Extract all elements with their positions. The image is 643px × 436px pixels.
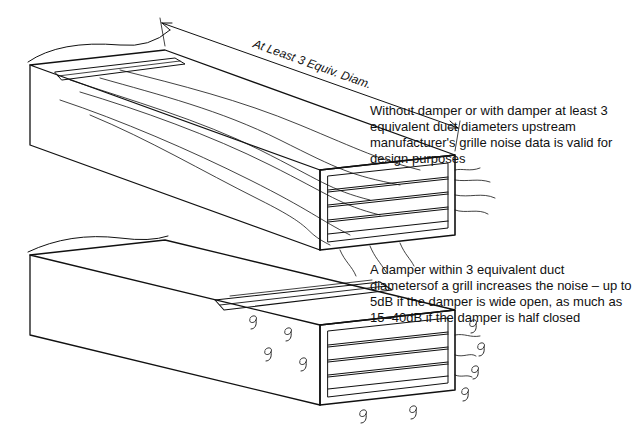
design-note: Without damper or with damper at least 3… [370, 103, 632, 167]
dimension-label: At Least 3 Equiv. Diam. [251, 37, 373, 92]
design-note: A damper within 3 equivalent duct diamet… [370, 262, 632, 326]
noise-curls [250, 316, 485, 423]
